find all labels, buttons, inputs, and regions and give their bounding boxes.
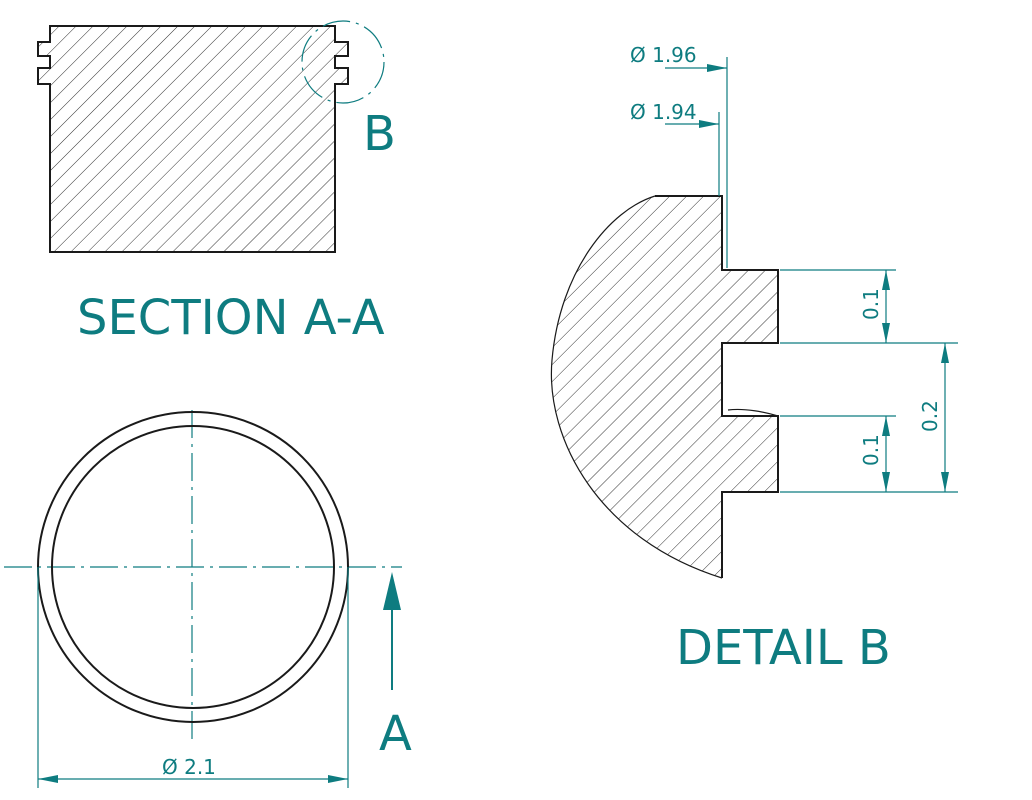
detail-title: DETAIL B	[676, 620, 891, 676]
dia-arrow-1-96	[707, 64, 727, 72]
dim-label-0-1-top: 0.1	[859, 288, 883, 320]
arrow-0-1-bottom-up	[882, 416, 890, 436]
diameter-label: Ø 2.1	[162, 755, 216, 779]
section-title: SECTION A-A	[77, 290, 385, 346]
detail-hatch	[551, 196, 778, 578]
detail-break-curve	[550, 195, 723, 579]
detail-b-view: Ø 1.96 Ø 1.94 0.1 0.1 0.2 DETAIL B	[550, 43, 958, 676]
detail-b-callout-circle	[301, 20, 385, 104]
section-outline	[37, 25, 349, 253]
dia-arrow-left	[38, 775, 58, 783]
arrow-0-1-bottom-down	[882, 472, 890, 492]
inner-circle	[51, 425, 335, 709]
section-hatch	[38, 26, 348, 252]
detail-outline	[655, 195, 779, 578]
section-arrow-label: A	[379, 706, 412, 762]
dim-label-0-2: 0.2	[918, 400, 942, 432]
section-arrow-head	[383, 572, 401, 610]
groove-chamfer	[727, 408, 779, 417]
dia-label-1-94: Ø 1.94	[630, 100, 697, 124]
arrow-0-2-up	[941, 343, 949, 363]
arrow-0-1-top-down	[882, 323, 890, 343]
dia-arrow-1-94	[699, 120, 719, 128]
arrow-0-2-down	[941, 472, 949, 492]
plan-view: A Ø 2.1	[4, 410, 412, 788]
section-a-a-view: B SECTION A-A	[37, 20, 396, 346]
dia-label-1-96: Ø 1.96	[630, 43, 697, 67]
detail-callout-label: B	[363, 106, 396, 162]
arrow-0-1-top-up	[882, 270, 890, 290]
dim-label-0-1-bottom: 0.1	[859, 434, 883, 466]
dia-arrow-right	[328, 775, 348, 783]
